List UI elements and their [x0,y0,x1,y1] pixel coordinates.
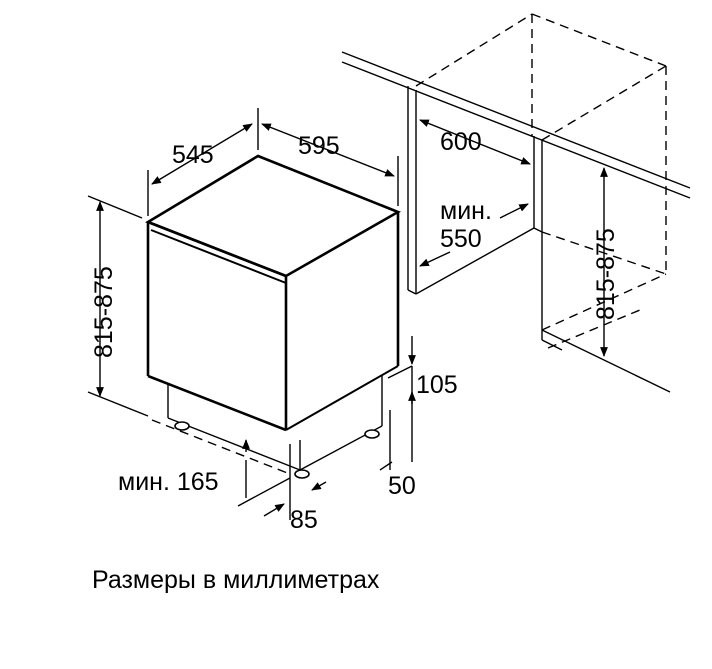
label-height-left: 815-875 [90,266,118,358]
label-width: 595 [298,132,340,160]
dimension-lines [87,108,608,520]
label-min: мин. [440,197,492,225]
label-plinth-depth: 85 [290,506,318,534]
label-leg-height: 50 [388,472,416,500]
label-min-165: мин. 165 [118,468,219,496]
dishwasher-box [145,154,413,479]
label-plinth-height: 105 [416,371,458,399]
label-min-width: 550 [440,225,482,253]
label-depth: 545 [172,141,214,169]
dimension-labels: 545 595 600 мин. 550 815-875 815-875 105… [90,128,620,534]
label-height-right: 815-875 [592,228,620,320]
caption: Размеры в миллиметрах [92,566,380,594]
niche-drawing [341,13,691,393]
label-niche-depth: 600 [440,128,482,156]
